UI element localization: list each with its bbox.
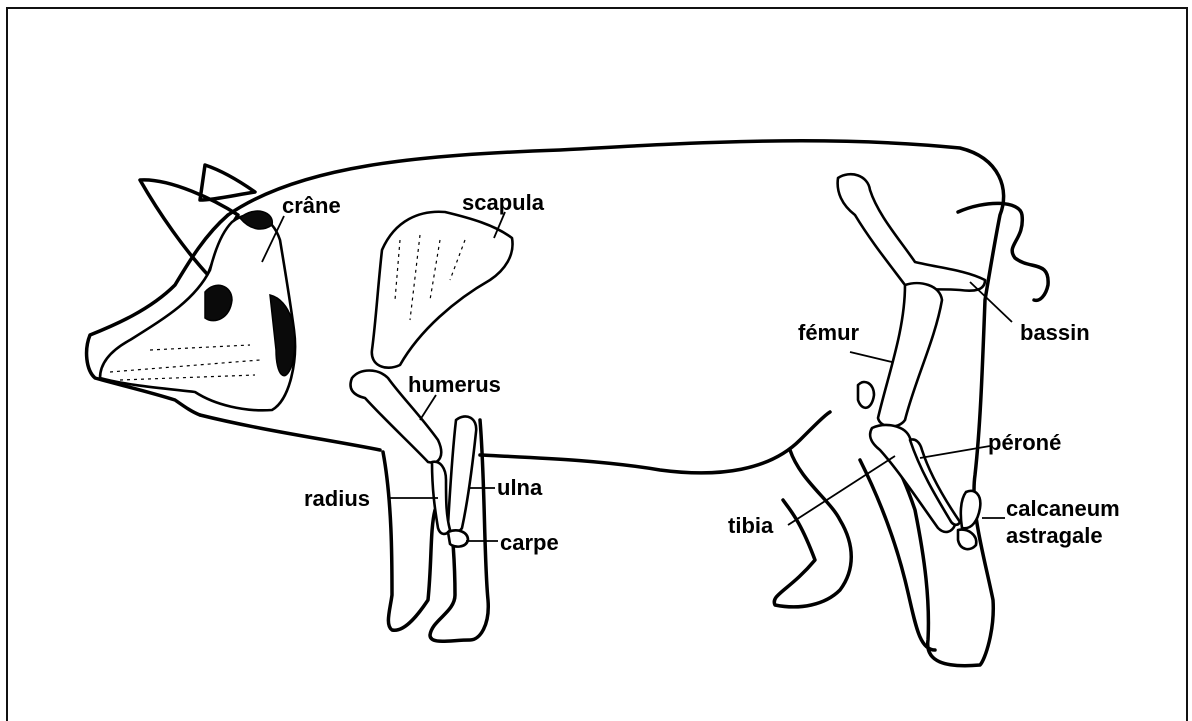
label-bassin: bassin (1020, 320, 1090, 345)
label-scapula: scapula (462, 190, 545, 215)
label-astragale: astragale (1006, 523, 1103, 548)
label-tibia: tibia (728, 513, 774, 538)
bassin-leader (970, 282, 1012, 322)
carpe-bone (448, 530, 468, 546)
label-perone: péroné (988, 430, 1061, 455)
label-humerus: humerus (408, 372, 501, 397)
femur-bone (878, 283, 942, 426)
label-calcaneum: calcaneum (1006, 496, 1120, 521)
patella-bone (858, 382, 874, 408)
pig-ear-right (200, 165, 255, 200)
label-carpe: carpe (500, 530, 559, 555)
skull-bone (100, 215, 295, 410)
perone-leader (920, 446, 990, 458)
pig-belly-outline (200, 412, 830, 473)
front-leg-left (383, 452, 435, 630)
label-ulna: ulna (497, 475, 543, 500)
humerus-leader (420, 395, 436, 420)
femur-leader (850, 352, 892, 362)
scapula-bone (372, 212, 513, 368)
ulna-bone (448, 416, 476, 532)
label-femur: fémur (798, 320, 860, 345)
hind-leg-left (774, 450, 851, 607)
label-radius: radius (304, 486, 370, 511)
label-crane: crâne (282, 193, 341, 218)
tibia-leader (788, 456, 895, 525)
astragale-bone (958, 530, 976, 549)
bassin-bone (838, 174, 985, 290)
